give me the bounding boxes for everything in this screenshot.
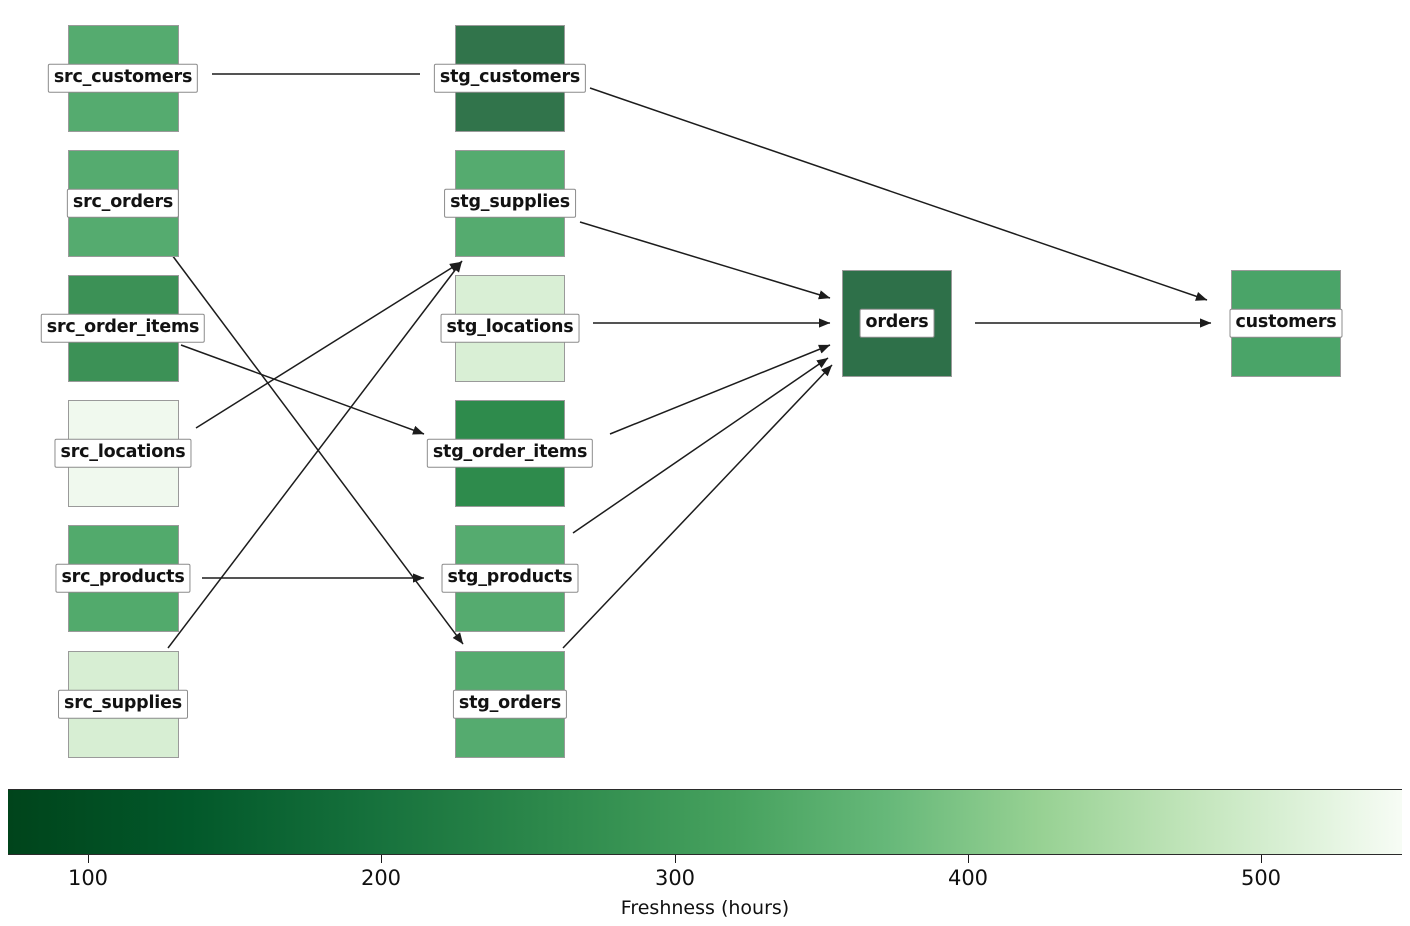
colorbar-tick [968, 855, 969, 863]
node-label-src_products[interactable]: src_products [55, 563, 191, 593]
edge-stg_customers-customers [589, 87, 1208, 301]
edge-stg_orders-orders [562, 364, 833, 649]
edge-stg_order_items-orders [609, 344, 831, 435]
colorbar-gradient [8, 789, 1402, 855]
node-label-src_customers[interactable]: src_customers [47, 63, 199, 93]
node-label-orders[interactable]: orders [859, 308, 935, 338]
node-label-src_order_items[interactable]: src_order_items [40, 313, 206, 343]
edge-stg_supplies-orders [579, 221, 831, 300]
node-label-stg_supplies[interactable]: stg_supplies [444, 188, 576, 218]
edge-src_orders-stg_orders [171, 254, 464, 645]
node-label-stg_orders[interactable]: stg_orders [452, 689, 568, 719]
colorbar-tick [675, 855, 676, 863]
node-label-stg_customers[interactable]: stg_customers [433, 63, 587, 93]
colorbar-tick [88, 855, 89, 863]
node-label-stg_locations[interactable]: stg_locations [440, 313, 580, 343]
colorbar-tick-label: 300 [654, 866, 696, 890]
node-label-src_supplies[interactable]: src_supplies [58, 689, 188, 719]
node-label-customers[interactable]: customers [1229, 308, 1343, 338]
node-label-src_locations[interactable]: src_locations [54, 438, 192, 468]
edge-stg_products-orders [572, 357, 829, 534]
node-label-stg_order_items[interactable]: stg_order_items [426, 438, 594, 468]
colorbar-tick [381, 855, 382, 863]
colorbar-tick [1261, 855, 1262, 863]
colorbar-tick-label: 500 [1240, 866, 1282, 890]
colorbar-tick-label: 100 [67, 866, 109, 890]
colorbar[interactable] [8, 789, 1402, 855]
edge-src_order_items-stg_order_items [180, 344, 425, 435]
edge-src_locations-stg_locations [195, 261, 462, 429]
colorbar-tick-label: 200 [360, 866, 402, 890]
node-label-stg_products[interactable]: stg_products [441, 563, 579, 593]
colorbar-tick-label: 400 [947, 866, 989, 890]
node-label-src_orders[interactable]: src_orders [66, 188, 180, 218]
colorbar-axis-label: Freshness (hours) [620, 897, 790, 919]
edge-src_supplies-stg_supplies [167, 260, 463, 649]
